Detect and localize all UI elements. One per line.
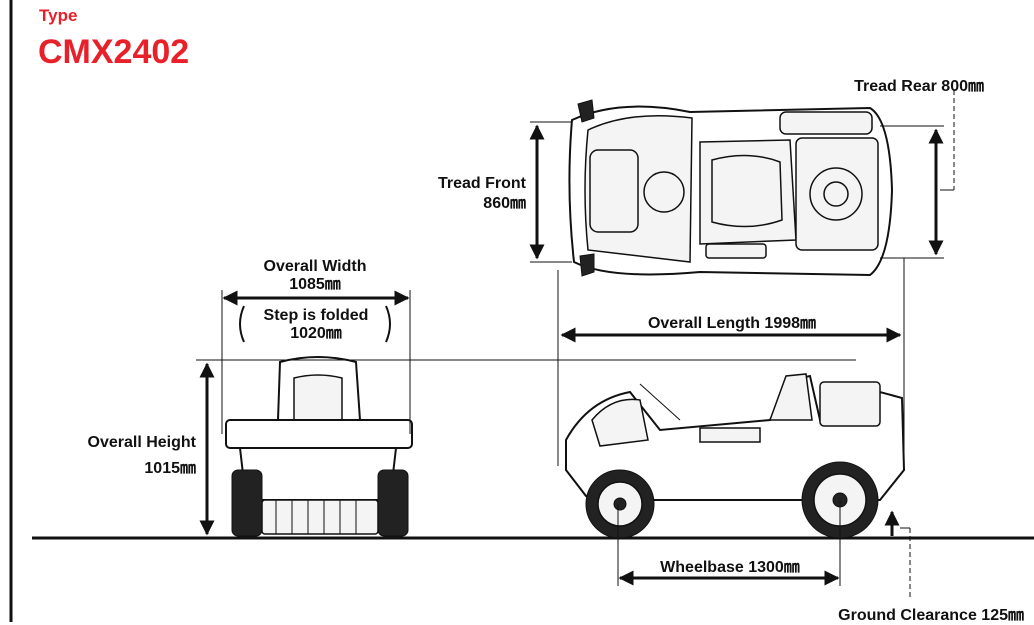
model-title: CMX2402 <box>38 33 190 71</box>
front-view-mower <box>225 356 413 537</box>
extension-lines <box>196 90 955 600</box>
tread-front-title: Tread Front <box>437 175 526 192</box>
tread-front-label: Tread Front 860㎜ <box>392 174 526 214</box>
tread-rear-label: Tread Rear 800㎜ <box>854 78 984 95</box>
overall-height-label: Overall Height 1015㎜ <box>48 430 196 482</box>
dimension-arrows <box>199 124 944 586</box>
overall-length-label: Overall Length 1998㎜ <box>647 315 817 332</box>
tread-front-value: 860㎜ <box>483 195 526 212</box>
type-label: Type <box>39 6 78 25</box>
folded-parentheses <box>239 305 391 343</box>
overall-width-value: 1085㎜ <box>289 276 341 293</box>
overall-height-value: 1015㎜ <box>144 460 196 477</box>
step-folded-value: 1020㎜ <box>290 325 342 342</box>
wheelbase-label: Wheelbase 1300㎜ <box>660 559 800 576</box>
step-folded-label: Step is folded 1020㎜ <box>238 307 394 343</box>
step-folded-title: Step is folded <box>263 307 369 324</box>
overall-width-label: Overall Width 1085㎜ <box>208 258 422 294</box>
side-view-mower <box>565 373 906 539</box>
overall-width-title: Overall Width <box>263 258 367 275</box>
overall-height-title: Overall Height <box>87 434 196 451</box>
ground-clearance-label: Ground Clearance 125㎜ <box>838 607 1024 624</box>
top-view-mower <box>568 99 894 277</box>
